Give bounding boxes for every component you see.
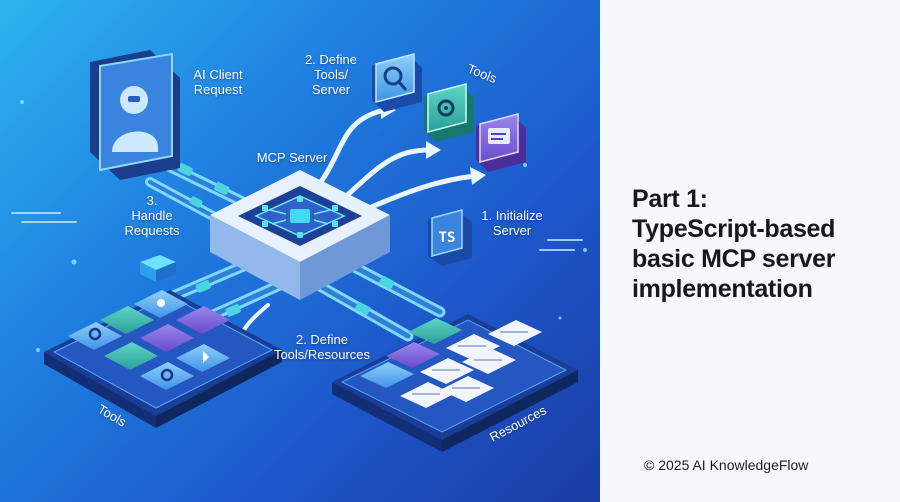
- window-tool-cube: [476, 113, 526, 172]
- search-icon: [383, 66, 403, 86]
- arrow-to-tools-top: [315, 107, 478, 215]
- resources-tray-docs: [360, 318, 542, 408]
- ts-badge: TS: [439, 230, 456, 246]
- window-icon: [488, 128, 510, 144]
- gear-tool-cube: [424, 83, 474, 142]
- floating-cube: [140, 255, 176, 282]
- search-tool-cube: [372, 53, 422, 112]
- mcp-architecture-diagram: TS AI Client Request 2. Define Tools/ Se…: [0, 0, 600, 502]
- cable-to-resources: [314, 256, 446, 342]
- label-define-tools-server: 2. Define Tools/ Server: [304, 52, 358, 97]
- label-define-tools-resources: 2. Define Tools/Resources: [273, 332, 371, 362]
- sparkles: [20, 100, 587, 352]
- chip-icon: [290, 209, 310, 223]
- gear-icon: [437, 99, 455, 117]
- ai-client-card: [90, 50, 180, 180]
- diagram-artwork: TS: [11, 50, 587, 452]
- copyright-notice: © 2025 AI KnowledgeFlow: [644, 457, 809, 473]
- gear-icon: [160, 368, 174, 382]
- title-panel: Part 1: TypeScript-based basic MCP serve…: [600, 0, 900, 502]
- label-mcp-server: MCP Server: [256, 150, 328, 165]
- tools-tray-tiles: [68, 290, 230, 390]
- search-icon: [88, 327, 102, 341]
- network-icon: [157, 299, 165, 307]
- label-ai-client-request: AI Client Request: [193, 67, 243, 97]
- pie-chart-icon: [203, 351, 209, 363]
- page-title: Part 1: TypeScript-based basic MCP serve…: [632, 185, 836, 303]
- label-initialize-server: 1. Initialize Server: [481, 208, 543, 238]
- decorative-dashes: [11, 212, 583, 251]
- mcp-server-hub: [210, 170, 390, 300]
- label-handle-requests: 3. Handle Requests: [124, 193, 180, 238]
- typescript-cube: [428, 209, 472, 266]
